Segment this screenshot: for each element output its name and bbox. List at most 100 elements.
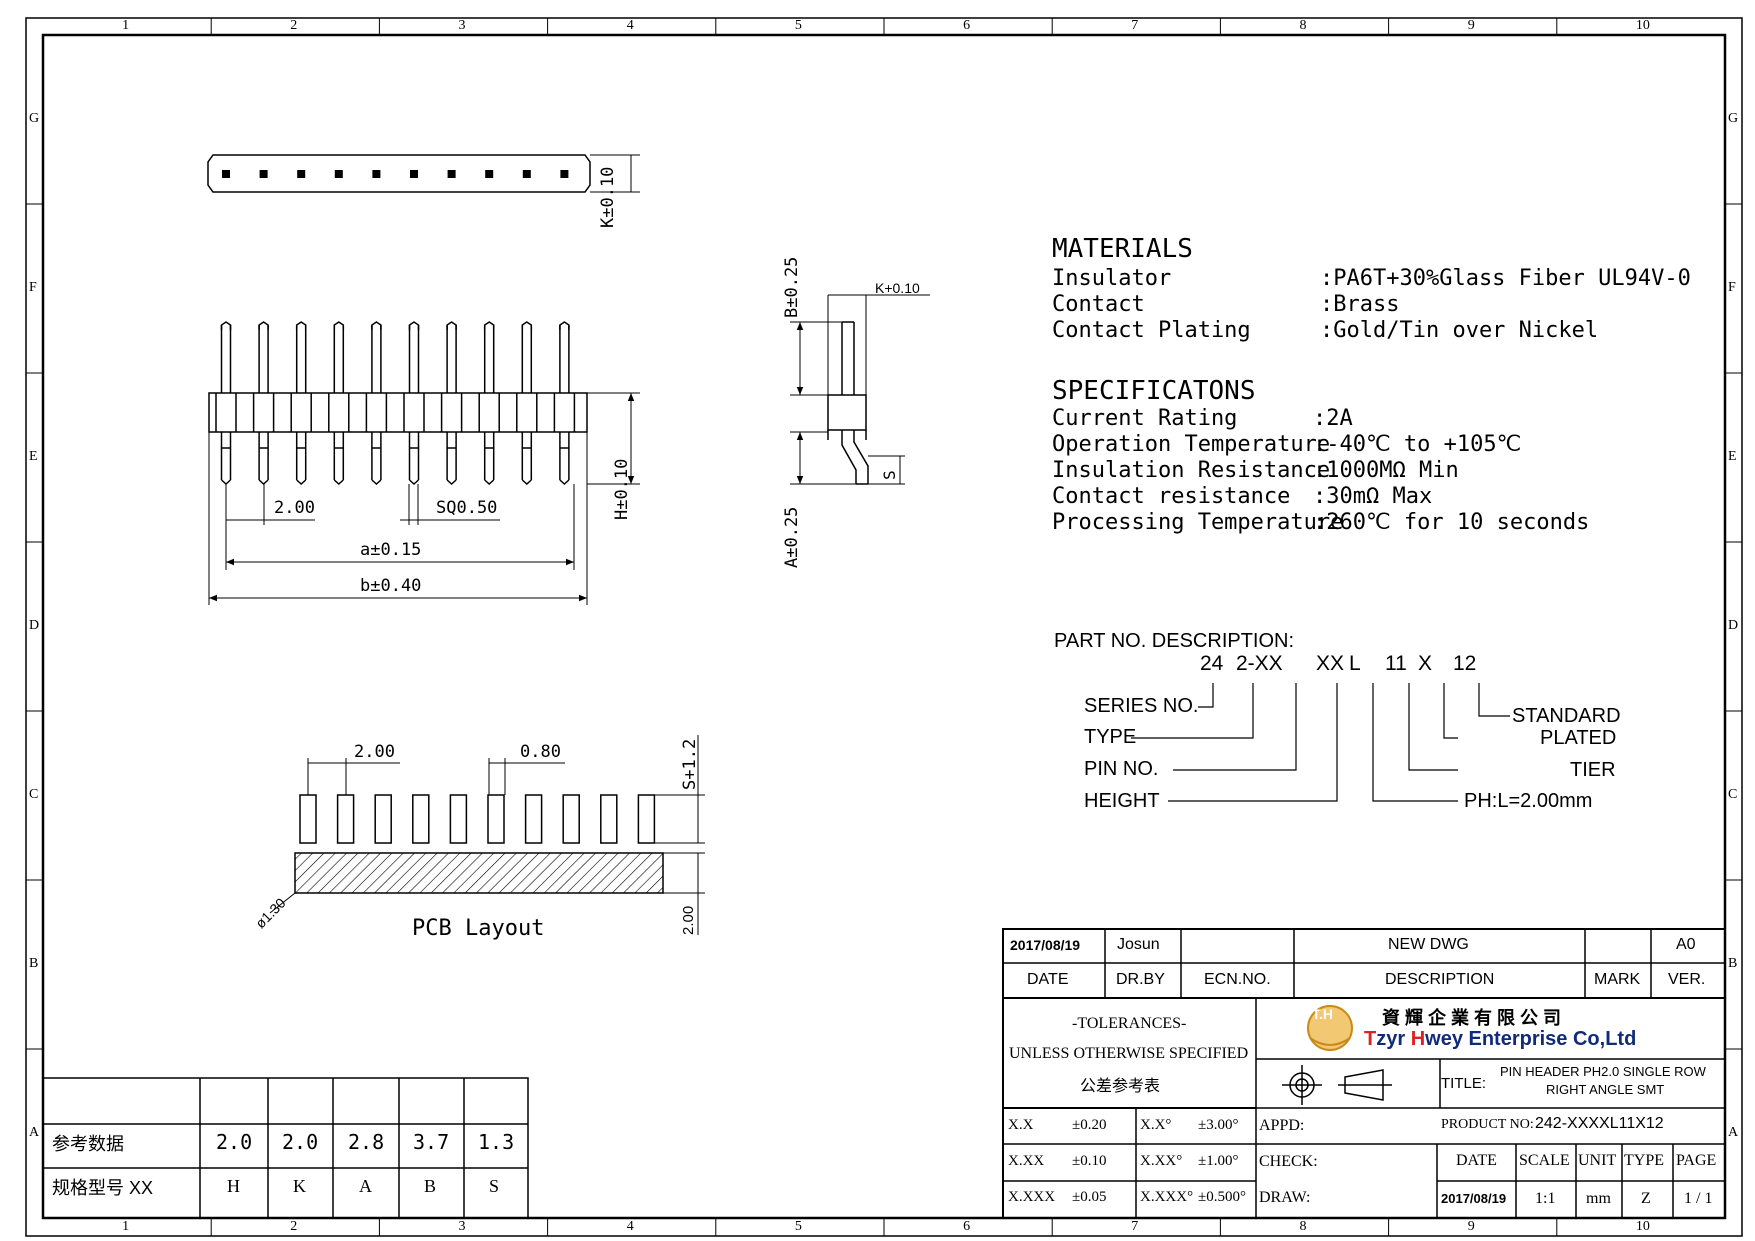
- title-block-grid: [1002, 928, 1726, 1219]
- frame-row-label: E: [29, 448, 38, 464]
- tol-angle-value: ±1.00°: [1198, 1153, 1239, 1169]
- part-no-code-segment: X: [1418, 652, 1433, 675]
- projection-symbol-icon: [1282, 1065, 1392, 1105]
- tol-value: ±0.05: [1072, 1189, 1107, 1205]
- pcb-pad: [487, 794, 505, 844]
- top-view-pin: [297, 170, 306, 178]
- materials-label: Contact Plating: [1052, 318, 1251, 343]
- front-view-pin: [553, 321, 576, 486]
- ref-table-letter: B: [424, 1176, 437, 1196]
- tb-title-line1: PIN HEADER PH2.0 SINGLE ROW: [1500, 1064, 1706, 1079]
- tb-unit-header: UNIT: [1578, 1152, 1617, 1169]
- frame-col-label: 5: [794, 1219, 802, 1234]
- ref-table-letter: K: [293, 1176, 306, 1196]
- drawing-frame: [25, 17, 1743, 1237]
- frame-col-label: 10: [1635, 1219, 1650, 1234]
- part-no-plated: PLATED: [1540, 727, 1617, 749]
- part-no-height: HEIGHT: [1084, 790, 1160, 812]
- tb-tolerances-subtitle: UNLESS OTHERWISE SPECIFIED: [1009, 1045, 1249, 1062]
- tb-mark-header: MARK: [1594, 971, 1641, 988]
- frame-row-label: D: [1728, 617, 1739, 633]
- frame-col-label: 1: [122, 18, 130, 33]
- tb-page-header: PAGE: [1676, 1152, 1717, 1169]
- part-no-type: TYPE: [1084, 726, 1137, 748]
- part-no-tier: TIER: [1570, 759, 1616, 781]
- tb-scale-value: 1:1: [1535, 1190, 1556, 1207]
- tb-page-value: 1 / 1: [1684, 1190, 1713, 1207]
- tb-desc-value: NEW DWG: [1388, 936, 1469, 953]
- ref-table-value: 3.7: [413, 1130, 450, 1154]
- tb-company-en-rest: wey Enterprise Co,Ltd: [1425, 1028, 1637, 1050]
- frame-col-label: 4: [626, 18, 634, 33]
- spec-label: Processing Temperature: [1052, 510, 1344, 535]
- spec-value: :-40℃ to +105℃: [1313, 432, 1522, 457]
- tb-drby-value: Josun: [1117, 936, 1160, 953]
- frame-col-label: 2: [290, 1219, 298, 1234]
- tb-ecn-header: ECN.NO.: [1204, 971, 1271, 988]
- frame-row-label: C: [1728, 786, 1738, 802]
- ref-table-value: 2.0: [282, 1130, 319, 1154]
- pcb-dim-pitch: 2.00: [354, 742, 395, 762]
- pcb-pad: [336, 794, 355, 844]
- part-no-standard: STANDARD: [1512, 705, 1621, 727]
- materials-value: :Brass: [1320, 292, 1400, 317]
- frame-row-label: G: [29, 110, 40, 126]
- top-view-pin: [522, 170, 531, 178]
- spec-label: Contact resistance: [1052, 484, 1291, 509]
- frame-col-label: 2: [290, 18, 298, 33]
- spec-value: :260℃ for 10 seconds: [1313, 510, 1590, 535]
- tb-tolerances-title: -TOLERANCES-: [1072, 1015, 1187, 1032]
- tb-ver-value: A0: [1676, 936, 1696, 953]
- front-view-dim-a: a±0.15: [360, 540, 422, 560]
- tb-date-value: 2017/08/19: [1010, 937, 1081, 953]
- front-view-pin: [215, 321, 237, 486]
- pcb-pad: [412, 794, 430, 844]
- top-view-pin: [334, 170, 343, 178]
- front-view-pin: [328, 321, 350, 486]
- frame-col-label: 8: [1299, 1219, 1307, 1234]
- tb-product-value: 242-XXXXL11X12: [1535, 1115, 1664, 1132]
- materials-value: :Gold/Tin over Nickel: [1320, 318, 1599, 343]
- part-no-ph: PH:L=2.00mm: [1464, 790, 1593, 812]
- top-view-pin: [485, 170, 494, 178]
- frame-row-label: E: [1728, 448, 1737, 464]
- top-view-dim-k: K±0.10: [598, 166, 618, 228]
- tb-drby-header: DR.BY: [1116, 971, 1165, 988]
- tb-logo-text: T.H: [1312, 1006, 1333, 1022]
- frame-col-label: 3: [458, 18, 466, 33]
- pcb-layout-view: [269, 735, 705, 935]
- front-view-pin: [252, 321, 275, 486]
- front-view-dim-b: b±0.40: [360, 576, 422, 596]
- tb-company-cn: 資 輝 企 業 有 限 公 司: [1382, 1008, 1562, 1028]
- frame-col-label: 7: [1131, 1219, 1139, 1234]
- tol-value: ±0.10: [1072, 1153, 1107, 1169]
- frame-col-label: 4: [626, 1219, 634, 1234]
- part-no-code-segment: 11: [1385, 652, 1407, 675]
- tb-scale-header: SCALE: [1519, 1152, 1570, 1169]
- front-view-pin: [290, 321, 312, 486]
- top-view: [207, 154, 640, 193]
- front-view: [208, 321, 640, 605]
- spec-label: Current Rating: [1052, 406, 1238, 431]
- frame-col-label: 7: [1131, 18, 1139, 33]
- ref-table-row1-label: 参考数据: [52, 1134, 124, 1154]
- tb-type-header: TYPE: [1624, 1152, 1664, 1169]
- pcb-dim-width: 0.80: [520, 742, 561, 762]
- spec-label: Insulation Resistance: [1052, 458, 1331, 483]
- tb-company-en-h: H: [1410, 1028, 1426, 1050]
- frame-row-label: A: [1728, 1124, 1739, 1140]
- front-view-dim-pitch: 2.00: [274, 498, 315, 518]
- frame-row-label: B: [29, 955, 39, 971]
- tb-product-header: PRODUCT NO:: [1441, 1117, 1534, 1132]
- side-view-dim-s: S: [880, 470, 899, 480]
- top-view-pin: [372, 170, 381, 178]
- tb-check-label: CHECK:: [1259, 1153, 1318, 1170]
- front-view-pin: [403, 321, 425, 486]
- tb-tolerances-cn: 公差参考表: [1080, 1078, 1161, 1095]
- materials-label: Contact: [1052, 292, 1145, 317]
- tol-angle-label: X.XX°: [1140, 1153, 1183, 1169]
- pcb-layout-title: PCB Layout: [412, 916, 545, 941]
- tb-title-line2: RIGHT ANGLE SMT: [1546, 1082, 1665, 1097]
- materials-heading: MATERIALS: [1052, 234, 1193, 264]
- tb-company-en-zyr: zyr: [1376, 1028, 1411, 1050]
